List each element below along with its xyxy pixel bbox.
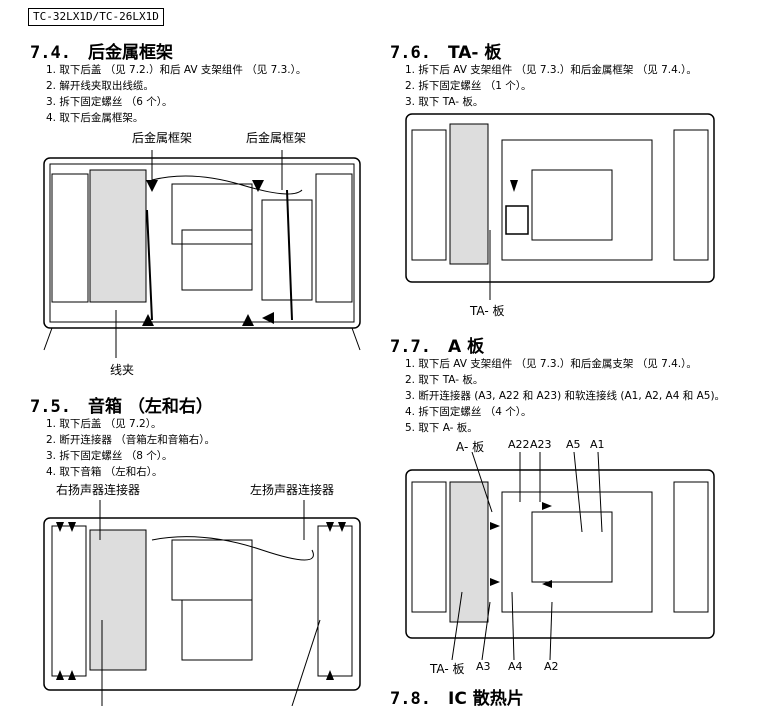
- step: 3. 取下 TA- 板。: [405, 96, 484, 108]
- label-a2: A2: [544, 660, 559, 673]
- step: 2. 断开连接器 （音箱左和音箱右）。: [46, 434, 215, 446]
- section-title: 音箱 （左和右）: [88, 397, 213, 417]
- section-number: 7.6.: [390, 43, 431, 63]
- step: 4. 取下后金属框架。: [46, 112, 144, 124]
- label-left-speaker-connector: 左扬声器连接器: [250, 483, 335, 497]
- step: 2. 拆下固定螺丝 （1 个）。: [405, 80, 532, 92]
- label-back-frame-right: 后金属框架: [246, 131, 307, 145]
- figure-ta-board: [405, 113, 715, 300]
- section-number: 7.5.: [30, 397, 71, 417]
- label-back-frame-left: 后金属框架: [132, 131, 193, 145]
- step: 1. 取下后盖 （见 7.2.）和后 AV 支架组件 （见 7.3.）。: [46, 64, 307, 76]
- section-7-7-heading: 7.7. A 板: [390, 332, 484, 357]
- label-clamp: 线夹: [110, 363, 135, 377]
- section-7-4-steps: 1. 取下后盖 （见 7.2.）和后 AV 支架组件 （见 7.3.）。 2. …: [46, 62, 306, 126]
- label-a23: A23: [530, 438, 552, 451]
- step: 3. 断开连接器 (A3, A22 和 A23) 和软连接线 (A1, A2, …: [405, 390, 726, 402]
- step: 2. 取下 TA- 板。: [405, 374, 484, 386]
- step: 2. 解开线夹取出线缆。: [46, 80, 154, 92]
- step: 4. 拆下固定螺丝 （4 个）。: [405, 406, 532, 418]
- label-a-board: A- 板: [456, 440, 485, 454]
- section-7-6-heading: 7.6. TA- 板: [390, 38, 501, 63]
- section-title: A 板: [448, 337, 485, 357]
- section-7-5-heading: 7.5. 音箱 （左和右）: [30, 392, 213, 417]
- model-number: TC-32LX1D/TC-26LX1D: [28, 8, 164, 26]
- label-right-speaker-connector: 右扬声器连接器: [56, 483, 141, 497]
- step: 5. 取下 A- 板。: [405, 422, 478, 434]
- section-7-4-heading: 7.4. 后金属框架: [30, 38, 173, 63]
- section-7-5-steps: 1. 取下后盖 （见 7.2）。 2. 断开连接器 （音箱左和音箱右）。 3. …: [46, 416, 215, 480]
- section-7-8-heading: 7.8. IC 散热片: [390, 684, 524, 709]
- section-title: IC 散热片: [448, 689, 524, 709]
- figure-back-frame: [43, 150, 361, 358]
- label-a1: A1: [590, 438, 605, 451]
- section-title: 后金属框架: [88, 43, 173, 63]
- section-number: 7.4.: [30, 43, 71, 63]
- step: 3. 拆下固定螺丝 （8 个）。: [46, 450, 173, 462]
- section-7-6-steps: 1. 拆下后 AV 支架组件 （见 7.3.）和后金属框架 （见 7.4.）。 …: [405, 62, 697, 110]
- label-ta-board-bottom: TA- 板: [430, 662, 465, 676]
- step: 1. 取下后 AV 支架组件 （见 7.3.）和后金属支架 （见 7.4.）。: [405, 358, 697, 370]
- step: 1. 拆下后 AV 支架组件 （见 7.3.）和后金属框架 （见 7.4.）。: [405, 64, 697, 76]
- section-title: TA- 板: [448, 43, 502, 63]
- figure-speakers: [43, 500, 361, 706]
- label-a4: A4: [508, 660, 523, 673]
- step: 3. 拆下固定螺丝 （6 个）。: [46, 96, 173, 108]
- section-7-7-steps: 1. 取下后 AV 支架组件 （见 7.3.）和后金属支架 （见 7.4.）。 …: [405, 356, 725, 436]
- step: 4. 取下音箱 （左和右）。: [46, 466, 163, 478]
- label-ta-board: TA- 板: [470, 304, 505, 318]
- label-a3: A3: [476, 660, 491, 673]
- step: 1. 取下后盖 （见 7.2）。: [46, 418, 162, 430]
- label-a22: A22: [508, 438, 530, 451]
- section-number: 7.8.: [390, 689, 431, 709]
- section-number: 7.7.: [390, 337, 431, 357]
- figure-a-board: [405, 452, 715, 660]
- label-a5: A5: [566, 438, 581, 451]
